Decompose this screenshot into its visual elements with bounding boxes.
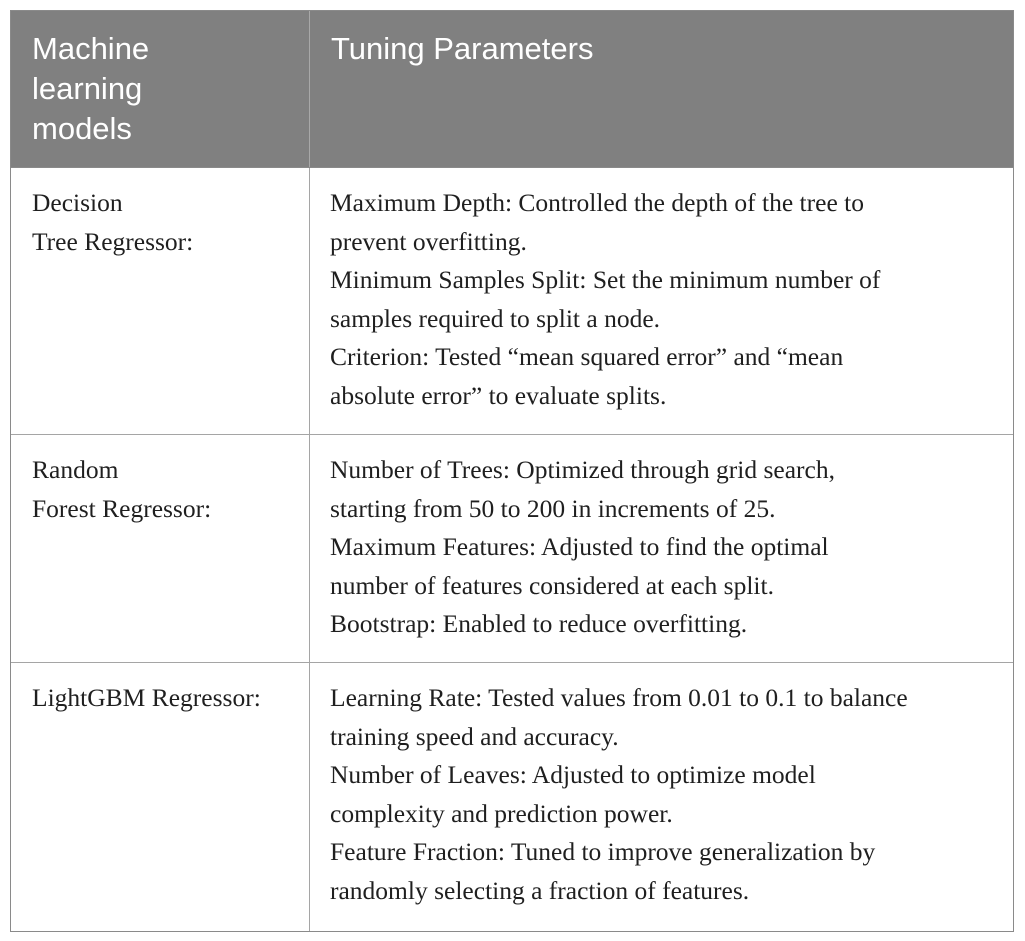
table-row: Random Forest Regressor: Number of Trees… xyxy=(11,435,1013,663)
param-line: prevent overfitting. xyxy=(330,226,527,256)
param-line: Number of Leaves: Adjusted to optimize m… xyxy=(330,760,816,790)
param-line: randomly selecting a fraction of feature… xyxy=(330,875,750,905)
param-line: training speed and accuracy. xyxy=(330,721,619,751)
param-line: Minimum Samples Split: Set the minimum n… xyxy=(330,265,881,295)
model-line: Random xyxy=(32,455,119,484)
param-line: Bootstrap: Enabled to reduce overfitting… xyxy=(330,609,748,639)
header-models-line: Machine xyxy=(32,31,150,66)
params-cell: Number of Trees: Optimized through grid … xyxy=(310,435,1013,662)
param-line: Maximum Depth: Controlled the depth of t… xyxy=(330,188,864,217)
table-row: LightGBM Regressor: Learning Rate: Teste… xyxy=(11,663,1013,931)
param-line: Maximum Features: Adjusted to find the o… xyxy=(330,532,829,562)
params-cell: Learning Rate: Tested values from 0.01 t… xyxy=(310,663,1013,931)
model-line: Decision xyxy=(32,188,123,217)
param-line: complexity and prediction power. xyxy=(330,798,673,828)
header-params-text: Tuning Parameters xyxy=(331,31,594,66)
param-line: Feature Fraction: Tuned to improve gener… xyxy=(330,837,876,867)
param-line: number of features considered at each sp… xyxy=(330,570,774,600)
param-line: absolute error” to evaluate splits. xyxy=(330,380,667,410)
header-models: Machine learning models xyxy=(11,11,310,167)
param-line: samples required to split a node. xyxy=(330,303,661,333)
model-line: Tree Regressor: xyxy=(32,226,194,256)
param-line: Number of Trees: Optimized through grid … xyxy=(330,455,835,484)
param-line: Criterion: Tested “mean squared error” a… xyxy=(330,342,844,372)
params-cell: Maximum Depth: Controlled the depth of t… xyxy=(310,168,1013,434)
param-line: Learning Rate: Tested values from 0.01 t… xyxy=(330,683,908,712)
header-models-line: learning xyxy=(32,71,143,106)
model-cell: Random Forest Regressor: xyxy=(11,435,310,662)
table-header-row: Machine learning models Tuning Parameter… xyxy=(11,11,1013,168)
table-row: Decision Tree Regressor: Maximum Depth: … xyxy=(11,168,1013,435)
model-cell: Decision Tree Regressor: xyxy=(11,168,310,434)
param-line: starting from 50 to 200 in increments of… xyxy=(330,493,776,523)
model-line: Forest Regressor: xyxy=(32,493,212,523)
header-models-line: models xyxy=(32,111,132,146)
header-tuning-parameters: Tuning Parameters xyxy=(310,11,1013,167)
tuning-parameters-table: Machine learning models Tuning Parameter… xyxy=(10,10,1014,932)
model-line: LightGBM Regressor: xyxy=(32,683,261,712)
model-cell: LightGBM Regressor: xyxy=(11,663,310,931)
